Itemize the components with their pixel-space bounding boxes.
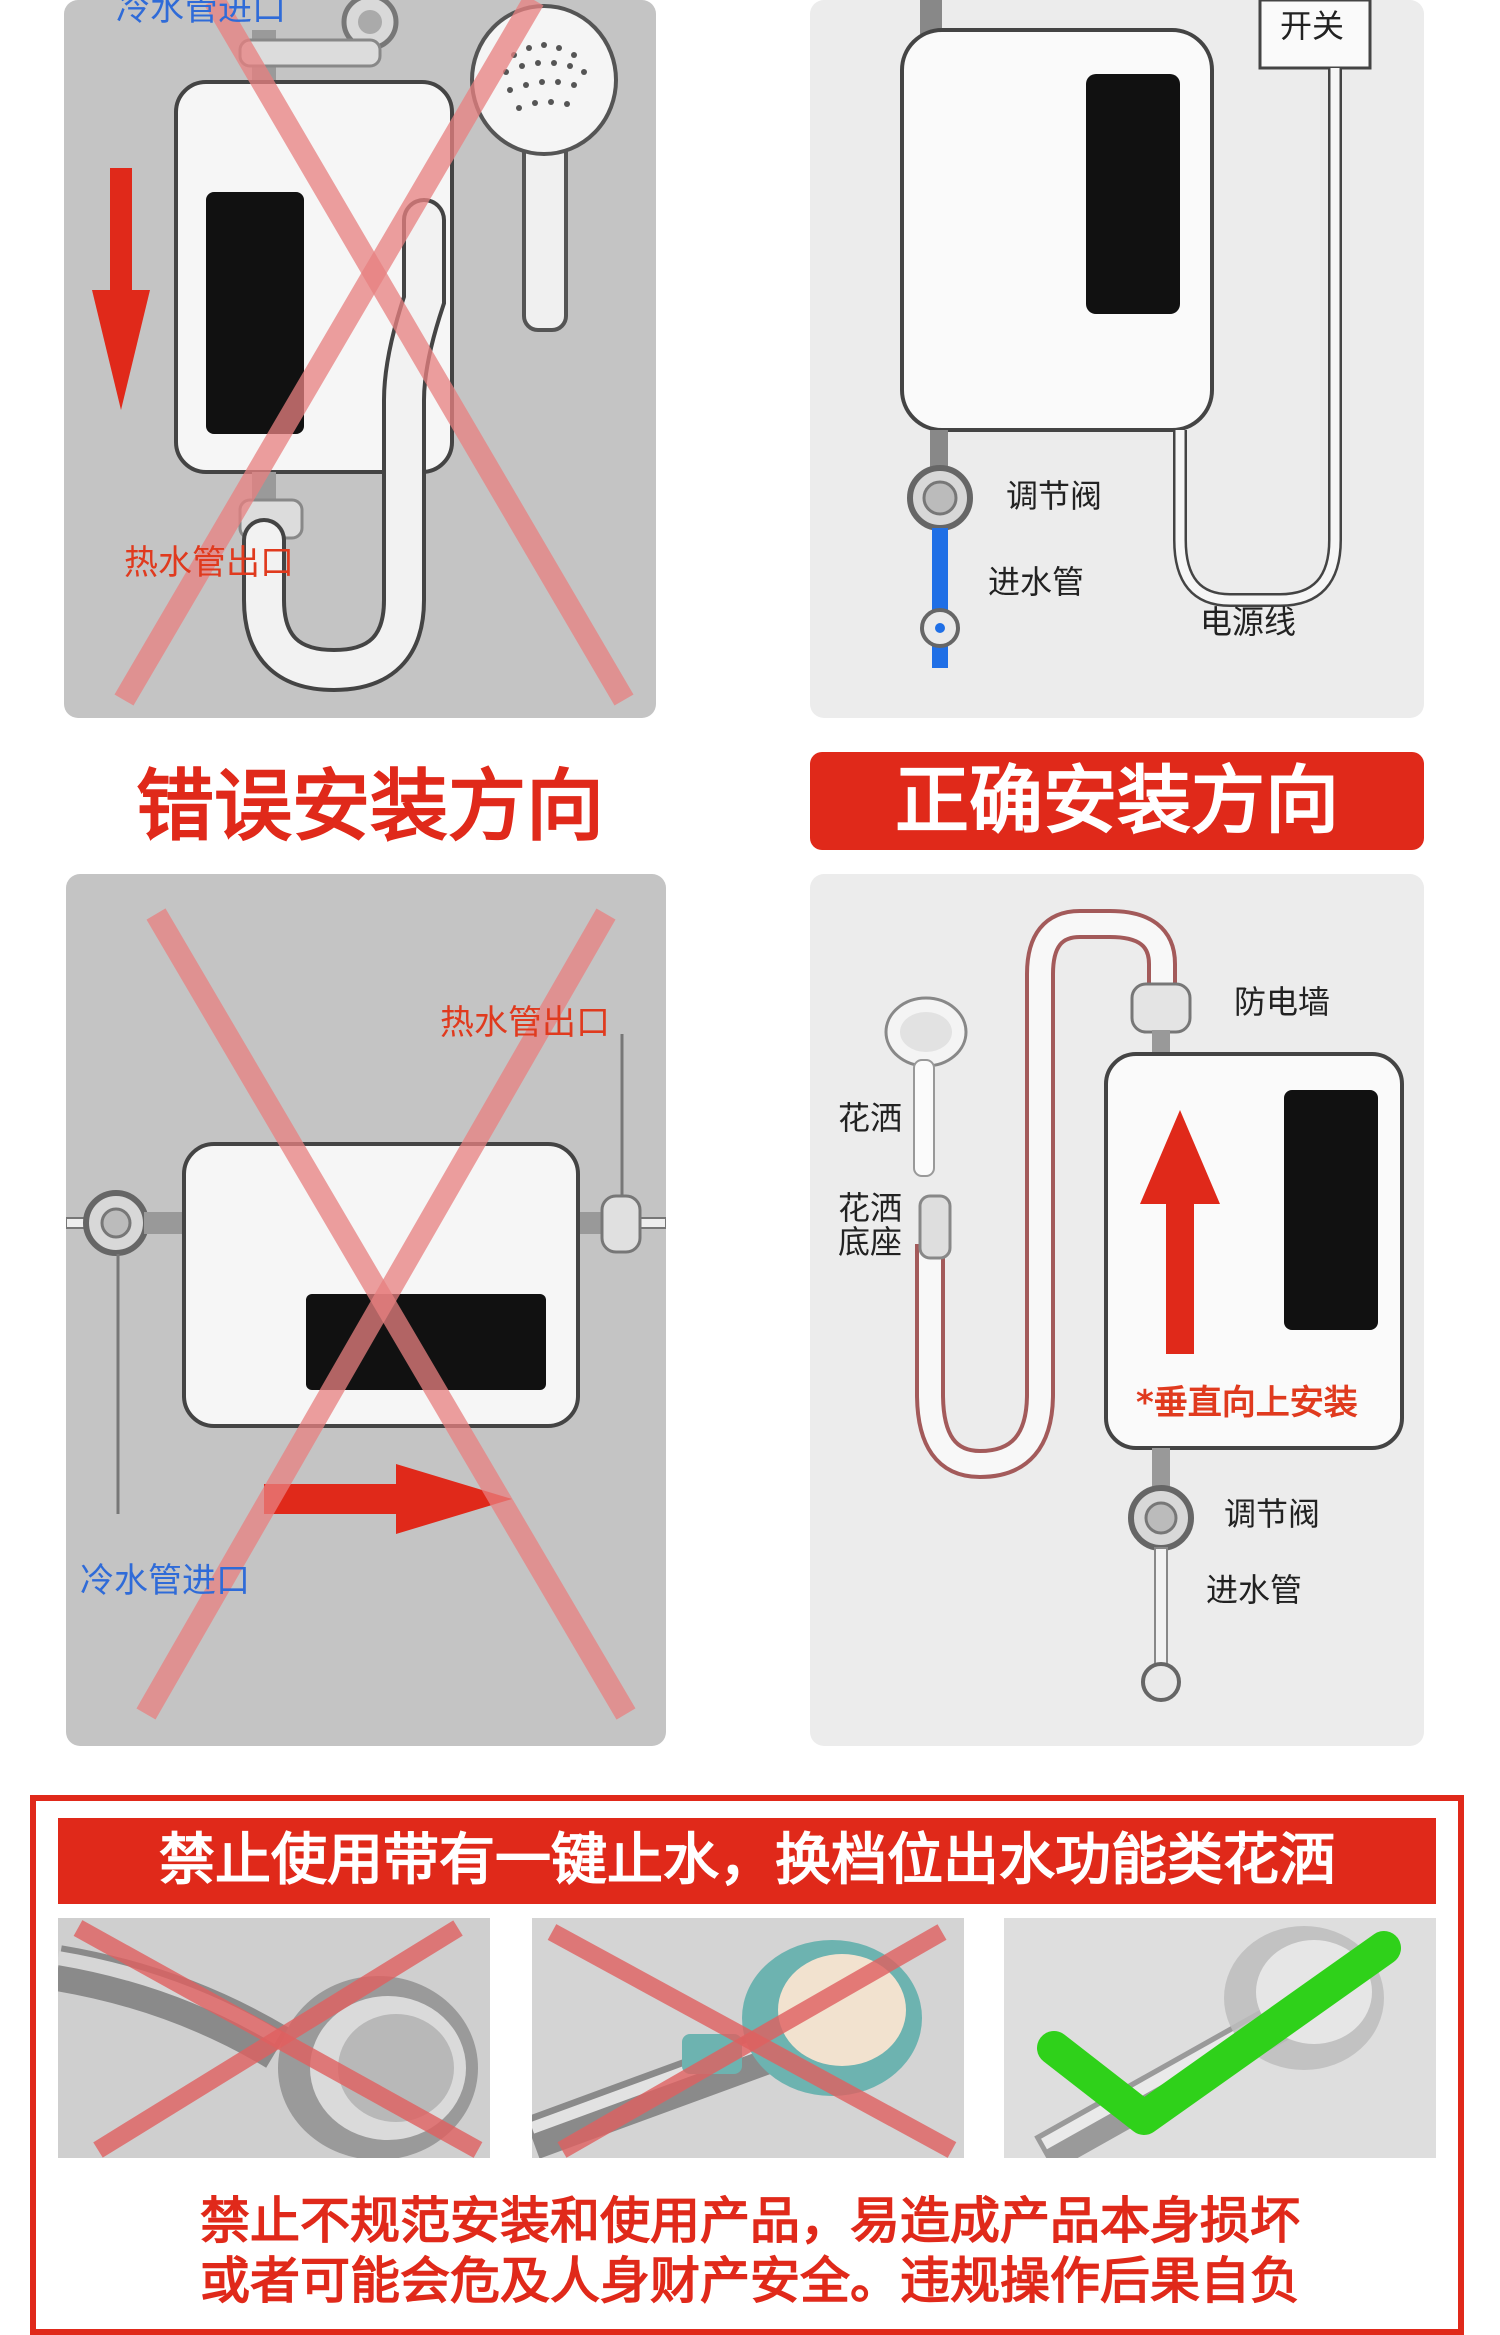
vertical-install-note: *垂直向上安装 — [1136, 1383, 1358, 1423]
warning-banner: 禁止使用带有一键止水，换档位出水功能类花洒 — [58, 1818, 1436, 1904]
warning-text-line-2: 或者可能会危及人身财产安全。违规操作后果自负 — [200, 2252, 1300, 2310]
valve-label: 调节阀 — [1224, 1495, 1321, 1533]
horizontal-heater-illustration — [66, 908, 666, 1720]
switch-label: 开关 — [1280, 7, 1345, 45]
prohibited-shower-photo-2 — [532, 1918, 964, 2158]
hot-outlet-label: 热水管出口 — [124, 543, 294, 583]
correct-heater-illustration — [884, 909, 1404, 1702]
shower-base-label-1: 花洒 — [838, 1189, 903, 1227]
inlet-pipe-label: 进水管 — [1206, 1571, 1303, 1609]
wrong-direction-title: 错误安装方向 — [135, 762, 604, 852]
wrong-install-panel-horizontal: 热水管出口 冷水管进口 — [66, 874, 666, 1746]
shower-base-label-2: 底座 — [838, 1223, 903, 1261]
correct-direction-title: 正确安装方向 — [810, 752, 1424, 850]
hot-outlet-label: 热水管出口 — [440, 1003, 610, 1043]
valve-label: 调节阀 — [1006, 477, 1103, 515]
power-cord-label: 电源线 — [1200, 603, 1297, 641]
shower-label: 花洒 — [838, 1099, 903, 1137]
correct-install-panel-full: 防电墙 花洒 花洒 底座 *垂直向上安装 调节阀 进水管 — [810, 874, 1424, 1746]
heater-illustration — [92, 0, 634, 706]
warning-text-line-1: 禁止不规范安装和使用产品，易造成产品本身损坏 — [200, 2192, 1300, 2250]
wrong-install-panel-top: 冷水管进口 热水管出口 — [64, 0, 656, 718]
correct-install-panel-top: 开关 调节阀 进水管 电源线 — [810, 0, 1424, 718]
approved-shower-photo — [1004, 1918, 1436, 2158]
heater-wiring-illustration — [900, 0, 1372, 668]
anti-shock-wall-label: 防电墙 — [1234, 983, 1331, 1021]
cold-inlet-label: 冷水管进口 — [80, 1561, 250, 1601]
inlet-pipe-label: 进水管 — [988, 563, 1085, 601]
prohibited-shower-photo-1 — [58, 1918, 490, 2158]
cold-inlet-label: 冷水管进口 — [116, 0, 286, 29]
